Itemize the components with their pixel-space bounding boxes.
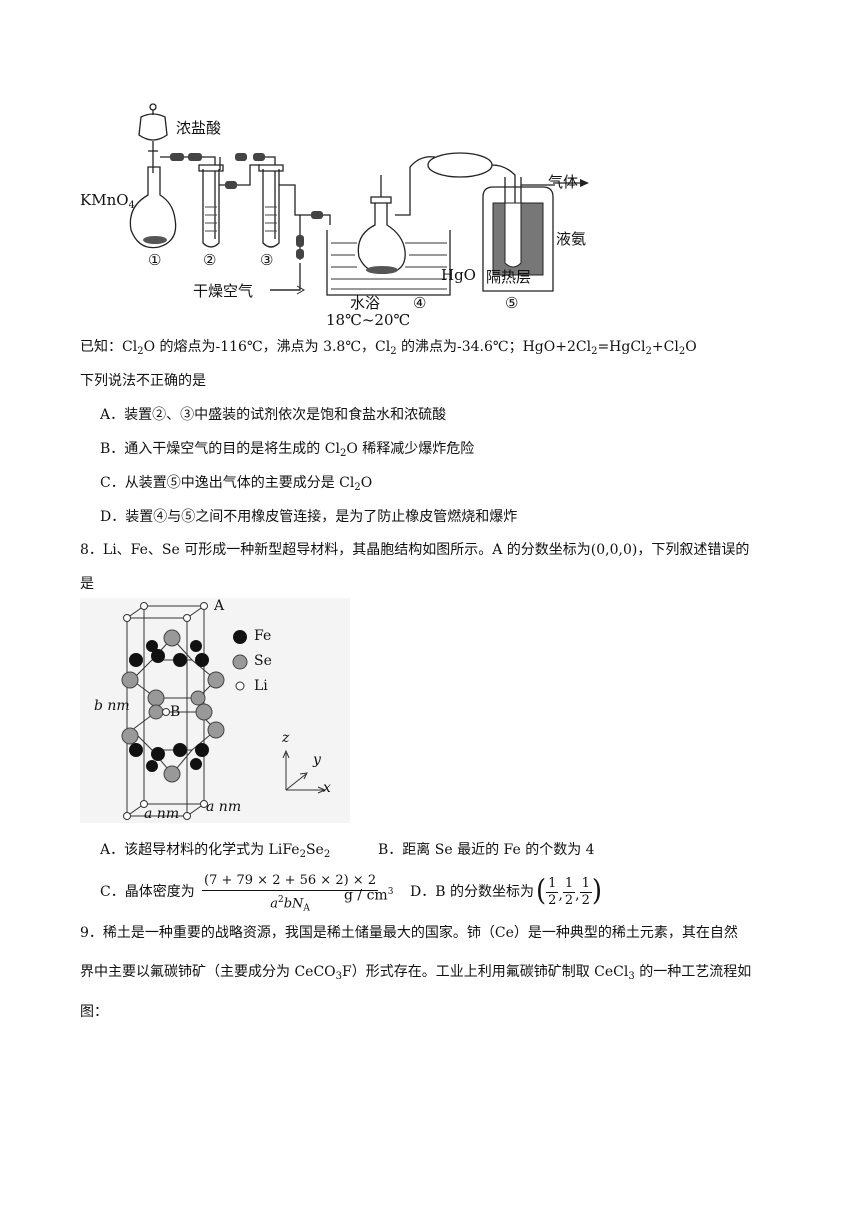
unit-sup: 3 (387, 887, 394, 897)
label-5: ⑤ (505, 294, 519, 312)
known-t2: O 的熔点为-116℃，沸点为 3.8℃，Cl (143, 339, 391, 355)
known-t3: 的沸点为-34.6℃；HgO+2Cl (396, 339, 592, 355)
axis-y-label: y (313, 752, 321, 768)
known-t5: +Cl (651, 339, 679, 355)
q8-stem-line1: 8．Li、Fe、Se 可形成一种新型超导材料，其晶胞结构如图所示。A 的分数坐标… (80, 542, 750, 558)
paren-left: ( (536, 874, 547, 908)
q9-line2: 界中主要以氟碳铈矿（主要成分为 CeCO3F）形式存在。工业上利用氟碳铈矿制取 … (80, 962, 751, 987)
axis-x-label: x (323, 780, 331, 796)
den-sub: A (303, 903, 310, 914)
q7-optb-sub: 2 (339, 448, 347, 459)
axis-z-label: z (282, 730, 290, 746)
label-gas: 气体 (548, 173, 579, 191)
q7-stem: 下列说法不正确的是 (80, 373, 206, 389)
q9-line3: 图： (80, 1004, 108, 1020)
q7-optc-a: C．从装置⑤中逸出气体的主要成分是 Cl (100, 475, 355, 491)
q8-option-c-fraction: (7 + 79 × 2 + 56 × 2) × 2 a2bNA (202, 872, 379, 917)
label-atom-a: A (214, 598, 225, 614)
known-s3: 2 (591, 346, 598, 357)
label-hgo: HgO (441, 266, 476, 284)
q8-option-d-label: D．B 的分数坐标为 (410, 884, 534, 900)
q8-opta-sub2: 2 (323, 849, 331, 860)
q9-line2-a: 界中主要以氟碳铈矿（主要成分为 CeCO (80, 964, 336, 980)
q8-opta-sub1: 2 (299, 849, 306, 860)
label-1: ① (148, 251, 162, 269)
legend-li: Li (254, 678, 268, 694)
kmno4-text: KMnO (80, 191, 129, 209)
label-atom-b: B (170, 704, 181, 720)
q8-option-a: A．该超导材料的化学式为 LiFe2Se2 (100, 840, 330, 865)
coord-3-num: 1 (579, 875, 592, 893)
legend-se: Se (254, 653, 272, 669)
paren-right: ) (591, 874, 603, 908)
label-insulation: 隔热层 (486, 268, 532, 286)
label-3: ③ (260, 251, 274, 269)
label-kmno4: KMnO4 (80, 191, 135, 211)
q8-option-c-label: C．晶体密度为 (100, 884, 195, 900)
q7-option-d: D．装置④与⑤之间不用橡皮管连接，是为了防止橡皮管燃烧和爆炸 (100, 509, 518, 525)
coord-2-den: 2 (564, 892, 574, 908)
q9-line1: 9．稀土是一种重要的战略资源，我国是稀土储量最大的国家。铈（Ce）是一种典型的稀… (80, 925, 738, 941)
q9-line2-c: 的一种工艺流程如 (634, 964, 752, 980)
q7-optc-b: O (360, 475, 373, 491)
kmno4-sub: 4 (128, 200, 135, 211)
label-liquid-ammonia: 液氨 (556, 230, 587, 248)
comma-2: , (575, 887, 580, 903)
q7-optb-b: O 稀释减少爆炸危险 (346, 441, 475, 457)
label-water-bath: 水浴 (350, 294, 381, 312)
known-s4: 2 (645, 346, 652, 357)
unit-text: g / cm (344, 887, 388, 904)
coord-3-den: 2 (581, 892, 590, 908)
den-a: a (270, 896, 278, 912)
q8-option-b: B．距离 Se 最近的 Fe 的个数为 4 (378, 842, 595, 858)
known-t4: =HgCl (597, 339, 646, 355)
den-b: bN (283, 896, 304, 912)
q7-optc-sub: 2 (354, 482, 361, 493)
density-numerator: (7 + 79 × 2 + 56 × 2) × 2 (202, 872, 379, 891)
known-s2: 2 (390, 346, 397, 357)
q7-option-c: C．从装置⑤中逸出气体的主要成分是 Cl2O (100, 473, 372, 498)
legend-fe: Fe (254, 628, 272, 644)
known-conditions: 已知：Cl2O 的熔点为-116℃，沸点为 3.8℃，Cl2 的沸点为-34.6… (80, 337, 697, 362)
known-t6: O (685, 339, 697, 355)
known-s5: 2 (678, 346, 686, 357)
label-b-nm: b nm (94, 698, 130, 714)
coord-2-num: 1 (562, 875, 576, 893)
crystal-figure-bg (80, 598, 350, 823)
crystal-cell-diagram (121, 602, 327, 820)
q8-option-c-unit: g / cm3 (344, 882, 393, 906)
q9-line2-sub: 3 (335, 971, 343, 982)
q7-optb-a: B．通入干燥空气的目的是将生成的 Cl (100, 441, 340, 457)
den-sup: 2 (277, 895, 284, 905)
density-denominator: a2bNA (202, 891, 378, 917)
label-2: ② (203, 251, 217, 269)
label-conc-hcl: 浓盐酸 (176, 119, 222, 137)
label-a-nm-right: a nm (206, 799, 242, 815)
q9-line2-sub2: 3 (628, 971, 635, 982)
q7-option-b: B．通入干燥空气的目的是将生成的 Cl2O 稀释减少爆炸危险 (100, 439, 474, 464)
label-4: ④ (413, 294, 427, 312)
known-s1: 2 (137, 346, 144, 357)
coord-1-num: 1 (546, 875, 559, 893)
label-temp: 18℃~20℃ (326, 311, 411, 329)
q7-option-a: A．装置②、③中盛装的试剂依次是饱和食盐水和浓硫酸 (100, 407, 447, 423)
comma-1: , (558, 887, 563, 903)
label-dry-air: 干燥空气 (193, 282, 254, 300)
apparatus-diagram (129, 103, 589, 296)
coord-1-den: 2 (548, 892, 557, 908)
q8-stem-line2: 是 (80, 576, 94, 592)
q8-opta-b: Se (305, 842, 324, 858)
q9-line2-b: F）形式存在。工业上利用氟碳铈矿制取 CeCl (342, 964, 629, 980)
known-t1: 已知：Cl (80, 339, 138, 355)
label-a-nm-bottom: a nm (144, 806, 180, 822)
q8-opta-a: A．该超导材料的化学式为 LiFe (100, 842, 300, 858)
